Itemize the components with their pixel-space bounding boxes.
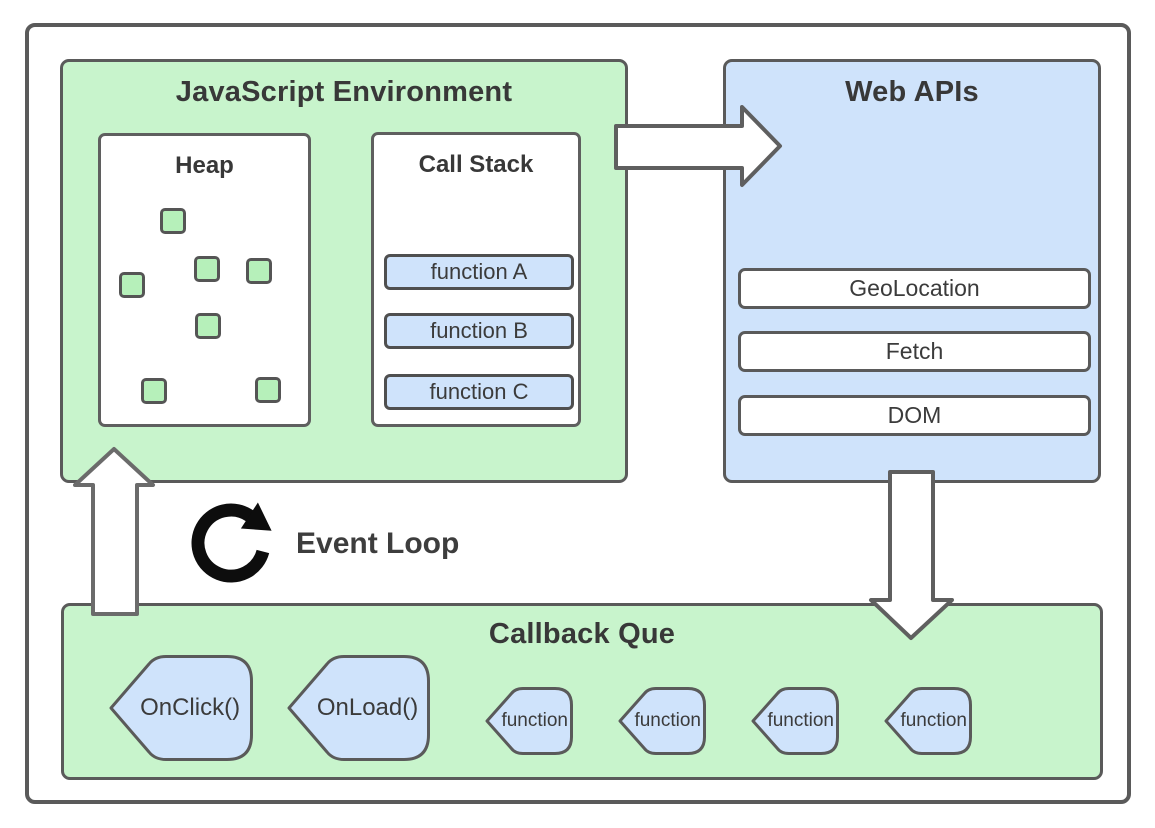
display-shape-icon	[884, 687, 972, 755]
display-shape-icon	[109, 655, 253, 761]
heap-object-square	[141, 378, 167, 404]
arrow-down-icon	[869, 470, 954, 640]
call-stack-box: Call Stack function A function B functio…	[371, 132, 581, 427]
arrow-right-icon	[614, 105, 782, 187]
heap-object-square	[246, 258, 272, 284]
callback-shape: function	[751, 687, 839, 755]
call-stack-frame: function B	[384, 313, 574, 349]
heap-object-square	[194, 256, 220, 282]
callback-label: function	[634, 710, 701, 731]
callback-queue-box: Callback Que OnClick() OnLoad() function	[61, 603, 1103, 780]
callback-label: function	[900, 710, 967, 731]
heap-object-square	[160, 208, 186, 234]
heap-object-square	[195, 313, 221, 339]
callback-shape: OnLoad()	[287, 655, 430, 761]
event-loop-label: Event Loop	[296, 527, 460, 560]
web-api-bar: GeoLocation	[738, 268, 1091, 309]
heap-object-square	[119, 272, 145, 298]
display-shape-icon	[485, 687, 573, 755]
callback-shape: function	[618, 687, 706, 755]
web-apis-title: Web APIs	[845, 76, 979, 108]
call-stack-title: Call Stack	[418, 151, 534, 178]
callback-shape: function	[884, 687, 972, 755]
heap-box: Heap	[98, 133, 311, 427]
web-apis-box: Web APIs GeoLocation Fetch DOM	[723, 59, 1101, 483]
call-stack-frame: function C	[384, 374, 574, 410]
callback-queue-title: Callback Que	[488, 618, 676, 650]
call-stack-frame: function A	[384, 254, 574, 290]
display-shape-icon	[751, 687, 839, 755]
callback-label: function	[501, 710, 568, 731]
js-environment-title: JavaScript Environment	[175, 76, 513, 108]
callback-label: function	[767, 710, 834, 731]
heap-title: Heap	[175, 152, 234, 179]
event-loop-cycle-icon	[191, 502, 272, 583]
web-api-bar: Fetch	[738, 331, 1091, 372]
arrow-up-icon	[73, 447, 155, 616]
callback-label: OnLoad()	[316, 694, 419, 721]
callback-shape: OnClick()	[109, 655, 253, 761]
js-environment-box: JavaScript Environment Heap Call Stack f…	[60, 59, 628, 483]
web-api-bar: DOM	[738, 395, 1091, 436]
display-shape-icon	[287, 655, 430, 761]
callback-shape: function	[485, 687, 573, 755]
display-shape-icon	[618, 687, 706, 755]
callback-label: OnClick()	[140, 694, 241, 721]
heap-object-square	[255, 377, 281, 403]
